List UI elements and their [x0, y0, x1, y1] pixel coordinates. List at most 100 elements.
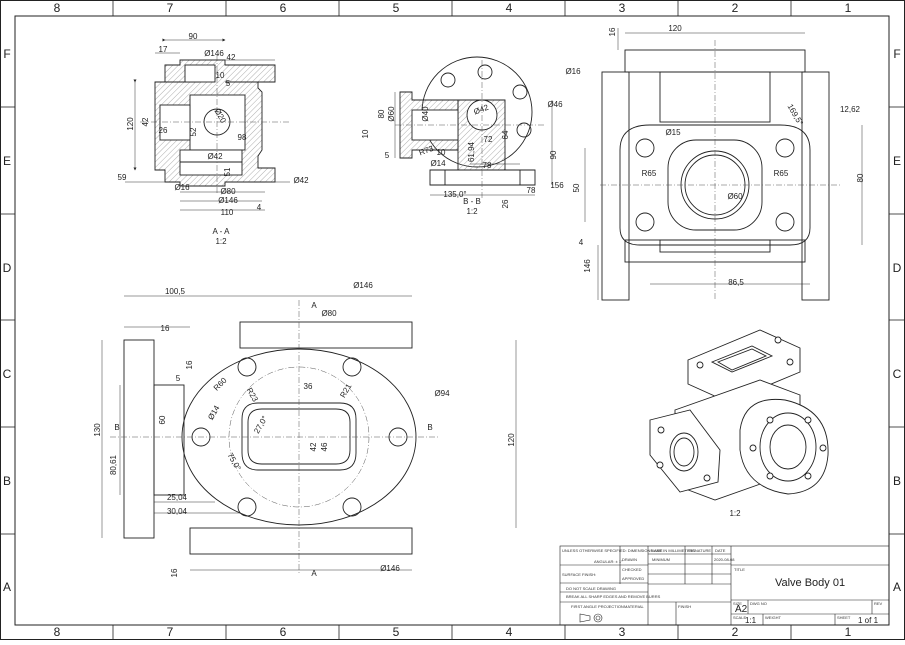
view-title: B - B: [463, 197, 481, 206]
zone-col-label: 7: [167, 625, 174, 639]
drawn-date: 2020-08-08: [714, 557, 735, 562]
dim-label: 75,0°: [226, 451, 243, 472]
dim-label: 36: [304, 382, 313, 391]
dim-label: 86,5: [728, 278, 744, 287]
dim-label: 5: [226, 79, 231, 88]
dim-label: Ø146: [380, 564, 400, 573]
dim-label: 5: [176, 374, 181, 383]
dim-label: 10: [361, 129, 370, 138]
zone-col-label: 5: [393, 625, 400, 639]
dim-label: 98: [238, 133, 247, 142]
dim-label: R60: [212, 375, 229, 392]
sheet-label: SHEET: [837, 615, 851, 620]
dim-label: 16: [170, 568, 179, 577]
dim-label: B: [114, 423, 119, 432]
zone-col-label: 1: [845, 625, 852, 639]
dim-label: 25,04: [167, 493, 188, 502]
dim-label: Ø16: [174, 183, 190, 192]
zone-col-label: 1: [845, 1, 852, 15]
do-not-scale-note: DO NOT SCALE DRAWING: [566, 586, 616, 591]
dim-label: 42: [309, 442, 318, 451]
title-label: TITLE: [734, 567, 745, 572]
dim-label: Ø14: [206, 403, 222, 421]
dim-label: 4: [579, 238, 584, 247]
dim-label: 59: [118, 173, 127, 182]
section-view-bb: Ø16 Ø46 80 Ø60 Ø40 10 5 Ø42 64 72 R73 10…: [361, 56, 581, 216]
zone-col-label: 4: [506, 625, 513, 639]
row-checked: CHECKED: [622, 567, 642, 572]
dim-label: 42: [227, 53, 236, 62]
dim-label: A: [311, 301, 317, 310]
col-date: DATE: [715, 548, 726, 553]
zone-col-label: 8: [54, 1, 61, 15]
dim-label: Ø15: [665, 128, 681, 137]
dim-label: 12,62: [840, 105, 861, 114]
dim-label: 16: [161, 324, 170, 333]
zone-row-label: E: [3, 154, 11, 168]
dim-label: 16: [185, 360, 194, 369]
dim-label: Ø40: [421, 106, 430, 122]
dim-label: 27,0°: [252, 414, 269, 435]
col-signature: SIGNATURE: [688, 548, 711, 553]
dim-label: 120: [507, 433, 516, 447]
dim-label: 146: [583, 259, 592, 273]
dim-label: 135,0°: [443, 190, 466, 199]
drawing-title: Valve Body 01: [775, 577, 845, 589]
dim-label: 17: [159, 45, 168, 54]
dim-label: R65: [774, 169, 789, 178]
zone-col-label: 3: [619, 1, 626, 15]
zone-labels-right: F E D C B A: [893, 47, 902, 594]
dim-label: Ø16: [565, 67, 581, 76]
dim-label: 61,94: [467, 141, 476, 162]
zone-labels-bottom: 8 7 6 5 4 3 2 1: [54, 625, 852, 639]
edges-note: BREAK ALL SHARP EDGES AND REMOVE BURRS: [566, 594, 661, 599]
zone-labels-left: F E D C B A: [3, 47, 12, 594]
dim-label: 110: [221, 208, 234, 217]
dim-label: 78: [527, 186, 536, 195]
dim-label: 26: [501, 199, 510, 208]
zone-row-label: F: [3, 47, 10, 61]
dim-label: 100,5: [165, 287, 186, 296]
view-scale: 1:2: [466, 207, 478, 216]
zone-col-label: 6: [280, 1, 287, 15]
size-label: SIZE: [733, 601, 742, 606]
dim-label: Ø60: [727, 192, 743, 201]
zone-row-label: A: [3, 580, 11, 594]
dim-label: 78: [483, 161, 492, 170]
zone-row-label: F: [893, 47, 900, 61]
dim-label: 80: [377, 109, 386, 118]
dim-label: 90: [189, 32, 198, 41]
dim-label: Ø42: [293, 176, 309, 185]
dim-label: 64: [501, 130, 510, 139]
zone-row-label: C: [3, 367, 12, 381]
view-title: A - A: [213, 227, 231, 236]
dim-label: Ø80: [321, 309, 337, 318]
dim-label: 52: [189, 127, 198, 136]
dim-label: 156: [550, 181, 564, 190]
front-view: 100,5 Ø146 A Ø80 16 16 5 R60 R23 36 R21 …: [93, 281, 517, 578]
dim-label: 42: [141, 117, 150, 126]
zone-col-label: 8: [54, 625, 61, 639]
zone-row-label: D: [3, 261, 12, 275]
dim-label: 30,04: [167, 507, 188, 516]
zone-row-label: B: [3, 474, 11, 488]
angular-tolerance: ANGULAR: ± 1°: [594, 559, 623, 564]
zone-row-label: E: [893, 154, 901, 168]
dim-label: Ø80: [220, 187, 236, 196]
row-approved: APPROVED: [622, 576, 644, 581]
dim-label: Ø146: [218, 196, 238, 205]
dim-label: B: [427, 423, 432, 432]
dim-label: 16: [608, 27, 617, 36]
zone-col-label: 3: [619, 625, 626, 639]
dim-label: 26: [159, 126, 168, 135]
section-view-aa: 90 17 Ø146 42 10 5 120 42 26 52 Ø20 98 Ø…: [118, 32, 310, 246]
dim-label: R65: [642, 169, 657, 178]
projection-label: FIRST ANGLE PROJECTION: [571, 604, 624, 609]
dim-label: A: [311, 569, 317, 578]
col-name: NAME: [651, 548, 663, 553]
zone-row-label: C: [893, 367, 902, 381]
finish-label: FINISH: [678, 604, 691, 609]
dim-label: Ø146: [353, 281, 373, 290]
